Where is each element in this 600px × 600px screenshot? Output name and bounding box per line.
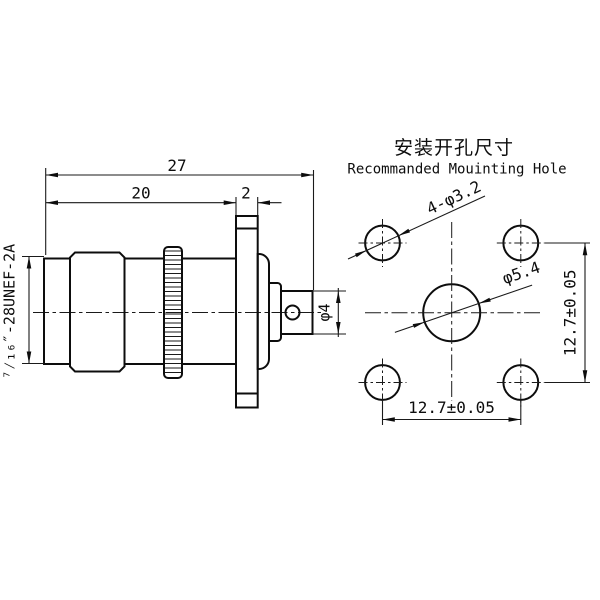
arrowhead	[382, 417, 395, 422]
mounting-pin	[280, 290, 314, 335]
centerline-cross-top-right	[496, 219, 545, 267]
arrowhead	[301, 172, 314, 178]
dim-pin-diameter-text: φ4	[316, 303, 334, 321]
mid-section	[123, 257, 165, 365]
arrowhead	[508, 417, 521, 422]
arrowhead	[223, 200, 236, 205]
dim-total-length: 27	[45, 156, 315, 290]
arrowhead	[257, 200, 270, 205]
end-cap	[43, 257, 71, 365]
dim-hole-pitch-vertical-text: 12.7±0.05	[561, 269, 580, 356]
arrowhead	[45, 172, 58, 178]
center-hole-label: φ5.4	[500, 258, 543, 289]
arrowhead	[336, 291, 341, 303]
dim-body-length-text: 20	[131, 184, 150, 203]
dim-body-length: 20	[45, 184, 237, 215]
dim-pin-diameter: φ4	[312, 288, 346, 337]
flange	[235, 215, 259, 409]
knurl-hatch-lines	[165, 250, 181, 373]
dim-thread-spec: ⁷⁄₁₆″-28UNEF-2A	[1, 244, 44, 379]
arrowhead	[582, 243, 588, 256]
pin-hole	[284, 304, 301, 321]
corner-holes-label: 4-φ3.2	[423, 177, 483, 219]
dim-flange-thickness-text: 2	[241, 184, 251, 203]
arrowhead	[478, 297, 491, 304]
mounting-hole-view: 安装开孔尺寸 Recommanded Mouinting Hole 4-φ3.2…	[347, 137, 590, 425]
dim-flange-thickness: 2	[241, 184, 282, 215]
arrowhead	[336, 322, 341, 334]
insulator-step	[268, 282, 282, 342]
dim-hole-pitch-vertical: 12.7±0.05	[545, 242, 590, 384]
dim-total-length-text: 27	[167, 156, 186, 175]
centerline-cross-center-hole	[365, 222, 540, 401]
arrowhead	[26, 351, 32, 364]
side-view: 27 20 2 ⁷⁄₁₆″-28UNEF-2A	[1, 156, 346, 409]
back-shell-dome	[256, 253, 270, 370]
body-barrel	[181, 257, 237, 365]
leader-center-hole: φ5.4	[394, 258, 543, 333]
view-title-chinese: 安装开孔尺寸	[394, 137, 514, 159]
centerline-cross-bottom-right	[496, 358, 545, 407]
arrowhead	[398, 228, 410, 236]
arrowhead	[412, 322, 425, 328]
dim-hole-pitch-horizontal: 12.7±0.05	[381, 398, 522, 425]
flange-step-lines	[236, 227, 258, 395]
thread-section	[69, 251, 126, 373]
arrowhead	[45, 200, 58, 205]
leader-corner-holes: 4-φ3.2	[347, 177, 486, 260]
arrowhead	[355, 250, 367, 258]
centerline-cross-bottom-left	[358, 358, 407, 407]
arrowhead	[582, 370, 588, 383]
view-title-english: Recommanded Mouinting Hole	[347, 162, 566, 178]
thread-spec-text: ⁷⁄₁₆″-28UNEF-2A	[1, 244, 19, 379]
dim-hole-pitch-horizontal-text: 12.7±0.05	[408, 398, 495, 417]
arrowhead	[26, 256, 32, 269]
